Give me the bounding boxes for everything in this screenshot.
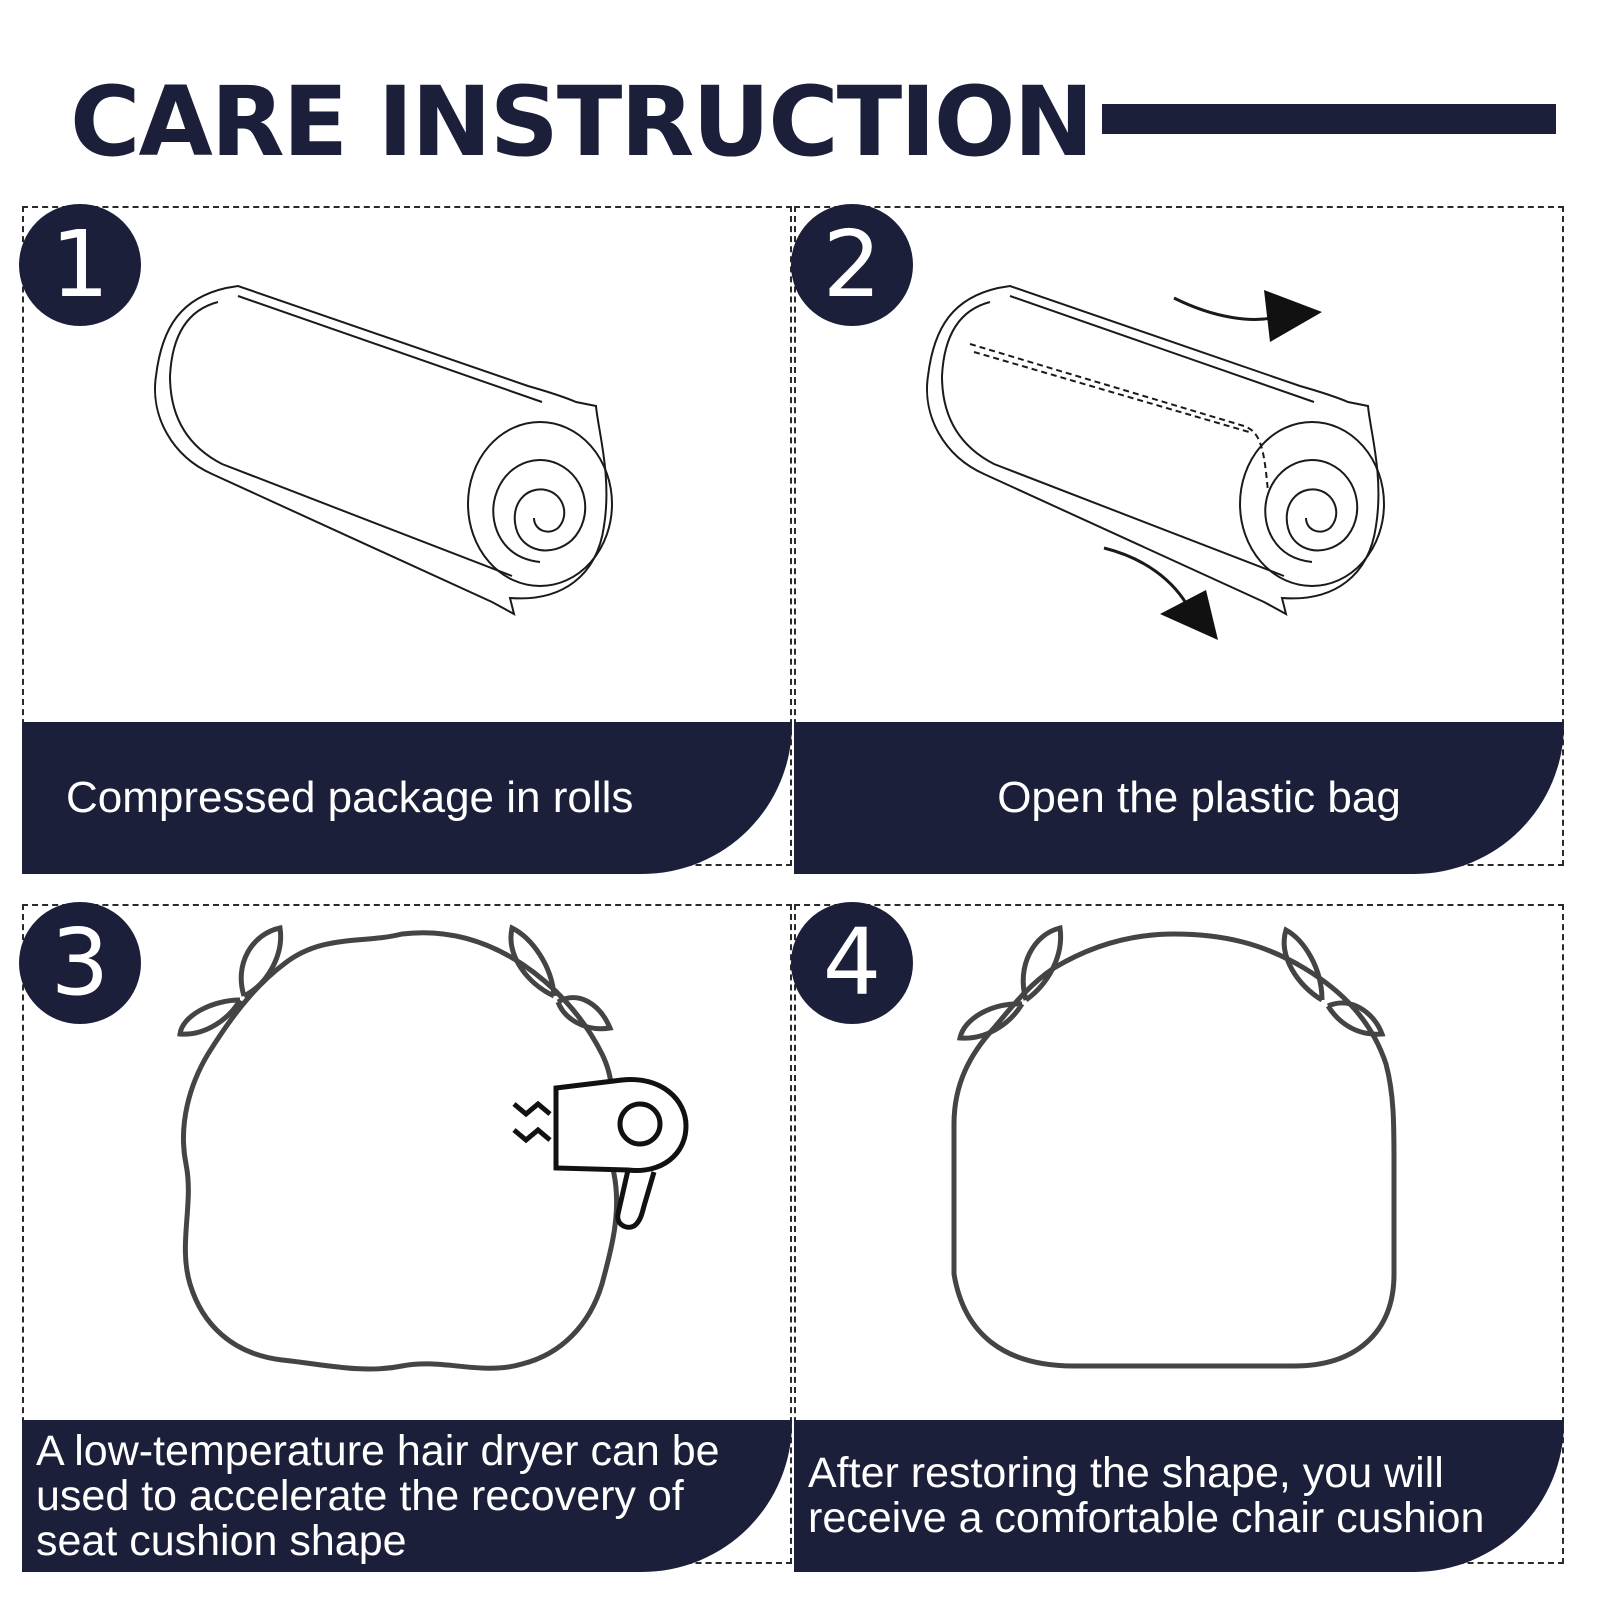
hair-dryer-icon xyxy=(512,1077,689,1230)
step-panel-4: 4 After restoring the shape, you will re… xyxy=(791,902,1568,1572)
wrinkled-cushion-icon xyxy=(177,924,689,1372)
chair-cushion-icon xyxy=(951,924,1397,1369)
step-number-badge: 4 xyxy=(791,902,913,1024)
step-caption: Compressed package in rolls xyxy=(66,773,634,822)
step-number-badge: 2 xyxy=(791,204,913,326)
step-caption-bar: Compressed package in rolls xyxy=(22,722,792,874)
step-caption-bar: After restoring the shape, you will rece… xyxy=(794,1420,1564,1572)
step-caption: Open the plastic bag xyxy=(997,773,1401,822)
step-panel-3: 3 A low-temperature hair dryer can be us… xyxy=(19,902,796,1572)
title-rule xyxy=(1102,104,1556,134)
step-caption: A low-temperature hair dryer can be used… xyxy=(36,1426,720,1565)
step-panel-1: 1 Compressed package in rolls xyxy=(19,204,796,874)
step-number-badge: 3 xyxy=(19,902,141,1024)
step-number-badge: 1 xyxy=(19,204,141,326)
step-panel-2: 2 Open the plastic bag xyxy=(791,204,1568,874)
page-title: CARE INSTRUCTION xyxy=(70,66,1094,178)
step-caption-bar: A low-temperature hair dryer can be used… xyxy=(22,1420,792,1572)
step-caption-bar: Open the plastic bag xyxy=(794,722,1564,874)
opening-bag-icon xyxy=(926,284,1385,640)
rolled-cushion-icon xyxy=(154,284,613,616)
step-caption: After restoring the shape, you will rece… xyxy=(808,1449,1485,1542)
